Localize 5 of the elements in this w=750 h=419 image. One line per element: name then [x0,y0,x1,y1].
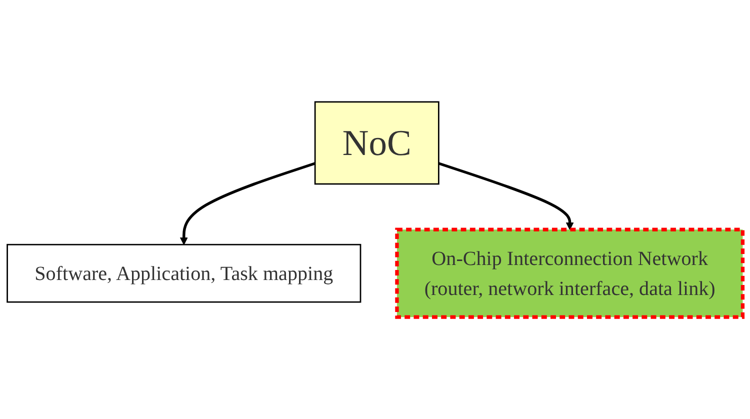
arrow [180,162,316,245]
node-box: Software, Application, Task mapping [6,244,362,303]
node-box: NoC [314,101,440,185]
node-box: On-Chip Interconnection Network (router, network interface, data link) [395,228,745,319]
arrow [438,162,574,230]
